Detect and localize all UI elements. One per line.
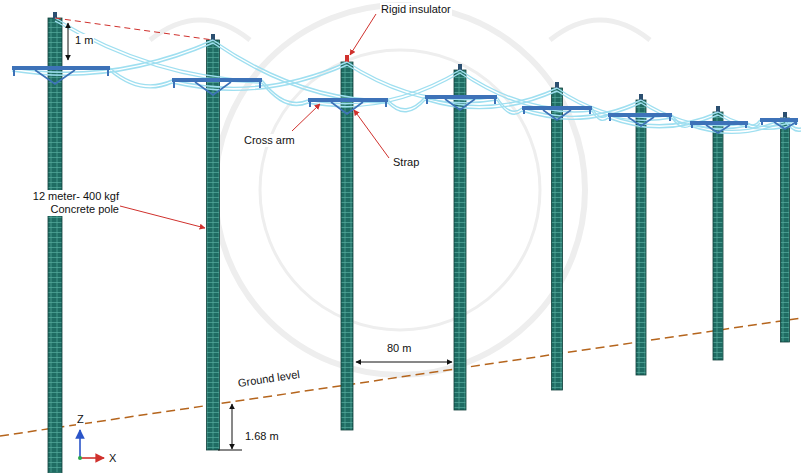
leader-line: [292, 104, 320, 131]
watermark-seal: [215, 5, 585, 375]
part-label: 12 meter- 400 kgf Concrete pole: [14, 190, 120, 216]
conductor-cable: [557, 88, 672, 117]
cross-arm: [172, 78, 262, 82]
strap: [35, 70, 75, 84]
conductor-cable: [12, 40, 213, 72]
axis-triad: [79, 430, 81, 458]
rigid-insulator: [345, 55, 349, 63]
ground-label: Ground level: [236, 368, 302, 390]
rigid-insulator: [458, 64, 462, 71]
dimension-arrow: [232, 404, 233, 449]
cross-arm: [760, 118, 798, 122]
leader-line: [350, 14, 376, 55]
cross-arm: [690, 121, 748, 125]
rigid-insulator: [53, 12, 787, 119]
dimension-label: 80 m: [386, 342, 412, 355]
cross-arm: [12, 68, 798, 128]
leader-line: [354, 110, 389, 158]
axis-label: Z: [76, 413, 85, 426]
conductor-cable: [347, 62, 497, 100]
conductor-cable: [55, 18, 262, 80]
concrete-pole: [207, 40, 220, 450]
strap: [706, 125, 730, 133]
strap: [543, 110, 571, 120]
strap: [445, 99, 475, 110]
axis-triad: [78, 430, 104, 460]
dimension-arrow: [68, 23, 452, 450]
dimension-arrow: [218, 450, 242, 451]
watermark-seal: [150, 5, 650, 375]
dimension-arrow: [68, 23, 69, 60]
strap: [628, 117, 654, 126]
part-label: Strap: [392, 156, 420, 169]
concrete-pole: [636, 100, 646, 375]
concrete-pole: [713, 112, 723, 360]
conductor-cable: [12, 18, 801, 130]
cross-arm: [522, 106, 592, 110]
axis-label: X: [108, 452, 117, 465]
conductor-cable: [460, 70, 592, 109]
concrete-pole: [48, 18, 62, 473]
strap: [35, 70, 796, 133]
dimension-label: 1.68 m: [244, 430, 280, 443]
part-label: Rigid insulator: [380, 3, 452, 16]
dimension-label: 1 m: [74, 34, 94, 47]
axis-triad: [78, 456, 82, 460]
concrete-pole: [48, 18, 790, 473]
cross-arm: [608, 113, 672, 117]
axis-triad: [80, 457, 104, 459]
strap: [331, 102, 363, 114]
part-label: Cross arm: [243, 134, 296, 147]
strap: [195, 82, 231, 95]
cross-arm: [14, 68, 796, 128]
leader-line: [120, 206, 205, 228]
cross-arm: [12, 66, 110, 70]
concrete-pole: [454, 70, 466, 410]
cross-arm: [12, 68, 798, 123]
strap: [774, 122, 796, 129]
concrete-pole: [341, 62, 353, 430]
concrete-pole: [552, 88, 563, 390]
dimension-arrow: [356, 362, 452, 363]
watermark-seal: [150, 20, 650, 40]
cross-arm: [308, 98, 388, 102]
ground-line: [0, 318, 801, 436]
concrete-pole: [781, 118, 790, 342]
conductor-cable: [213, 40, 388, 100]
conductor-cable: [12, 21, 801, 133]
cross-arm: [14, 68, 796, 128]
cross-arm: [425, 95, 497, 99]
